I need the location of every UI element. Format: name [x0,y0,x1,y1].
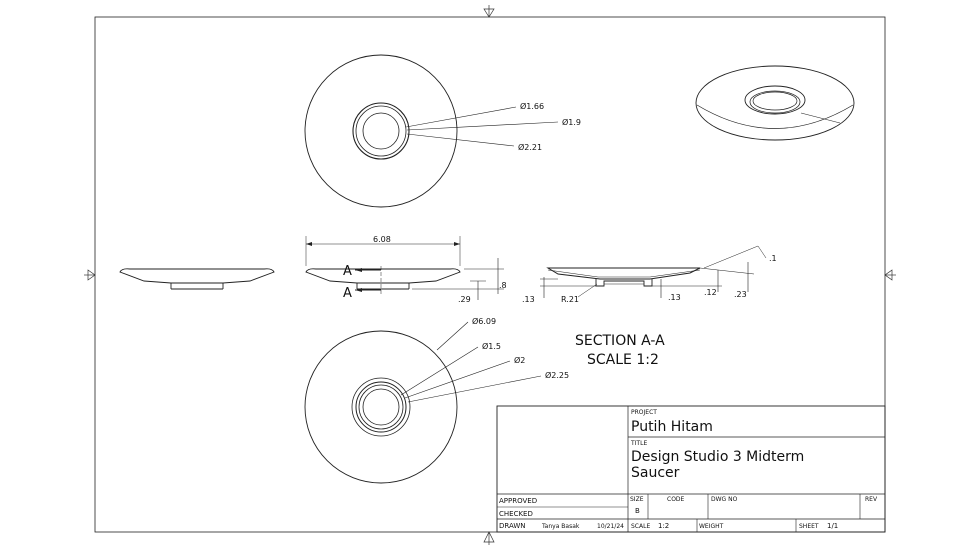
dim-thickness: .12 [704,288,717,297]
project-name: Putih Hitam [631,419,713,435]
drawn-date: 10/21/24 [597,523,624,530]
scale-label: SCALE [631,523,650,530]
dim-radius: R.21 [561,295,579,304]
section-view: .1 .13 R.21 .13 .12 .23 SECTION A-A SCAL… [522,245,777,368]
dim-bottom-d609: Ø6.09 [472,316,496,326]
dwg-label: DWG NO [711,496,738,503]
dim-width: 6.08 [373,235,391,244]
dim-top-d19: Ø1.9 [562,117,581,127]
dim-foot-height: .13 [522,295,535,304]
code-label: CODE [667,496,685,503]
side-view [119,268,275,290]
size-value: B [635,507,640,515]
dim-height: .8 [499,281,507,290]
sheet-label: SHEET [799,523,819,530]
project-label: PROJECT [631,409,657,416]
top-view: Ø1.66 Ø1.9 Ø2.21 [304,54,581,208]
dim-depth: .23 [734,290,747,299]
title-line2: Saucer [631,465,680,481]
title-line1: Design Studio 3 Midterm [631,449,804,465]
dim-bottom-d15: Ø1.5 [482,341,501,351]
section-scale: SCALE 1:2 [587,352,659,368]
dim-foot: .29 [458,295,471,304]
weight-label: WEIGHT [699,523,724,530]
bottom-view: Ø6.09 Ø1.5 Ø2 Ø2.25 [304,316,569,484]
section-title: SECTION A-A [575,333,665,349]
isometric-view [695,65,855,141]
title-label: TITLE [630,440,647,447]
drawn-by: Tanya Basak [541,523,580,530]
dim-base: .13 [668,293,681,302]
title-block: PROJECT Putih Hitam TITLE Design Studio … [496,405,886,533]
dim-top-d166: Ø1.66 [520,101,544,111]
section-mark-top: A [343,264,352,279]
dim-top-d221: Ø2.21 [518,142,542,152]
dim-bottom-d2: Ø2 [514,355,525,365]
sheet-border [94,16,886,533]
size-label: SIZE [630,496,644,503]
front-view: 6.08 A A .8 .29 [305,235,507,304]
scale-value: 1:2 [658,522,669,530]
dim-bottom-d225: Ø2.25 [545,370,569,380]
section-mark-bottom: A [343,286,352,301]
rev-label: REV [865,496,878,503]
sheet-value: 1/1 [827,522,838,530]
drawn-label: DRAWN [499,522,526,530]
checked-label: CHECKED [499,510,533,518]
dim-rim: .1 [769,254,777,263]
approved-label: APPROVED [499,497,537,505]
centering-marks [84,5,896,545]
